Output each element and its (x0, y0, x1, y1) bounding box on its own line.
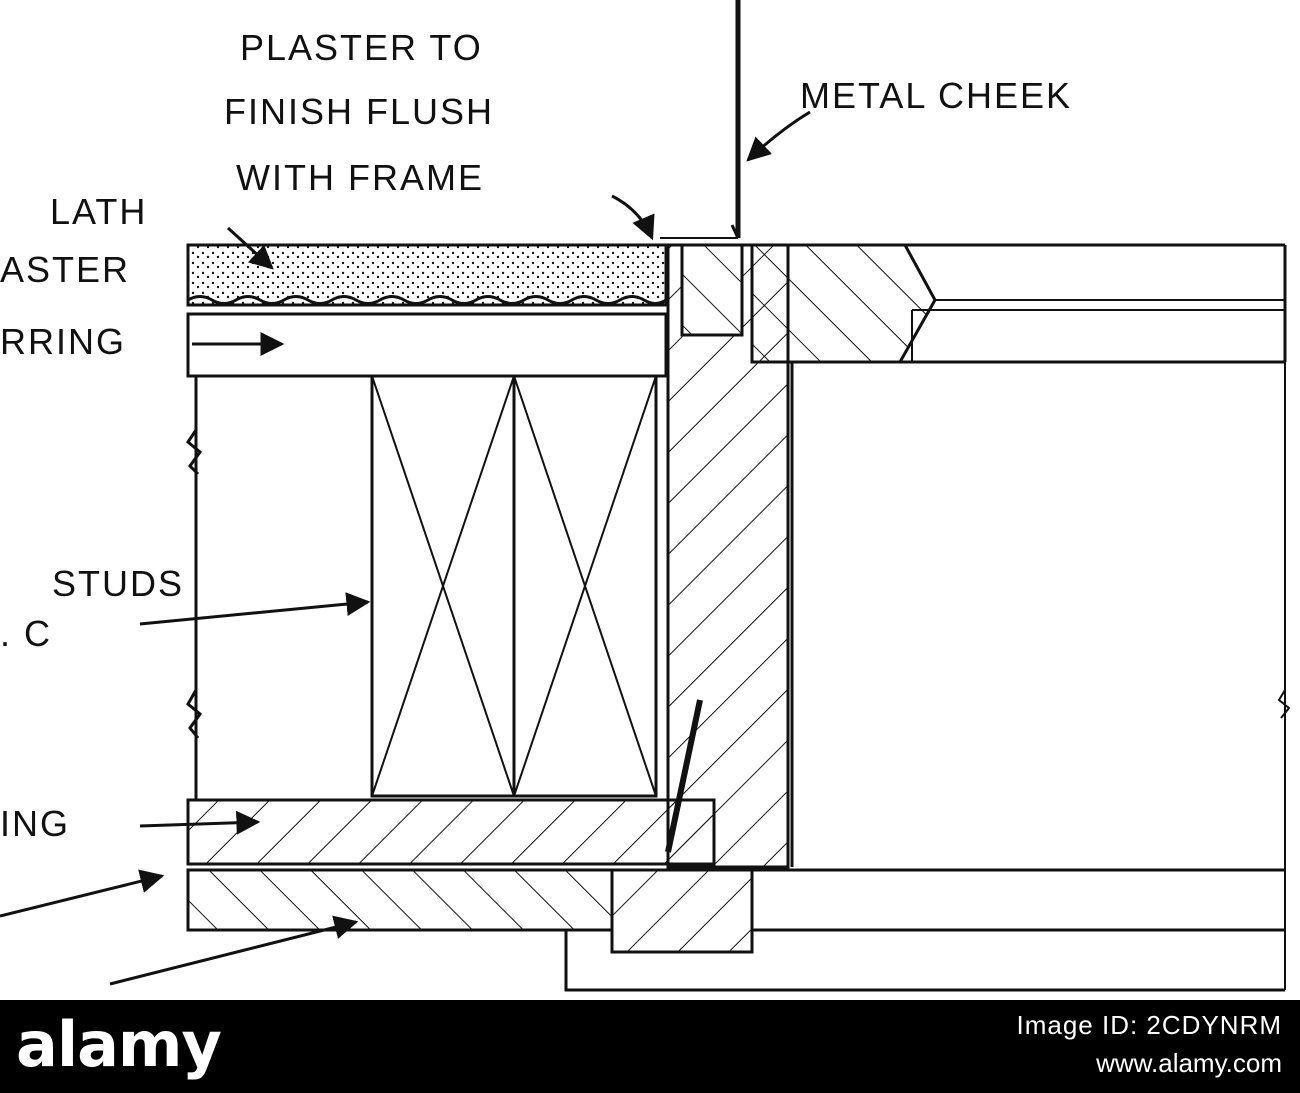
label-studs: STUDS (52, 563, 184, 604)
label-furring: RRING (0, 321, 126, 362)
bottom-casing (186, 868, 1285, 992)
section-svg: PLASTER TO FINISH FLUSH WITH FRAME METAL… (0, 0, 1291, 992)
blocking (186, 798, 716, 866)
label-plaster-note-1: PLASTER TO (240, 27, 483, 68)
head-molding (750, 243, 1287, 364)
leader-arrows (0, 110, 811, 986)
label-blocking: ING (0, 803, 70, 844)
nail (665, 699, 703, 853)
label-studs-oc: . C (0, 613, 52, 654)
break-line-left (186, 429, 203, 739)
door-opening (790, 362, 1291, 990)
image-id-text: Image ID: 2CDYNRM (1016, 1010, 1282, 1040)
label-lath: LATH (50, 191, 147, 232)
stock-watermark-footer: alamy Image ID: 2CDYNRM www.alamy.com (0, 1000, 1300, 1093)
label-plaster-note-3: WITH FRAME (236, 157, 484, 198)
site-url-text: www.alamy.com (1096, 1048, 1282, 1078)
alamy-logo: alamy (16, 1008, 222, 1081)
label-plaster-note-2: FINISH FLUSH (224, 91, 494, 132)
plaster-layer (186, 243, 668, 307)
metal-cheek (660, 0, 741, 239)
label-plaster: ASTER (0, 249, 130, 290)
studs-section (194, 374, 658, 800)
door-frame-jamb (666, 243, 790, 869)
label-metal-cheek: METAL CHEEK (800, 75, 1072, 116)
architectural-section-drawing: PLASTER TO FINISH FLUSH WITH FRAME METAL… (0, 0, 1291, 992)
